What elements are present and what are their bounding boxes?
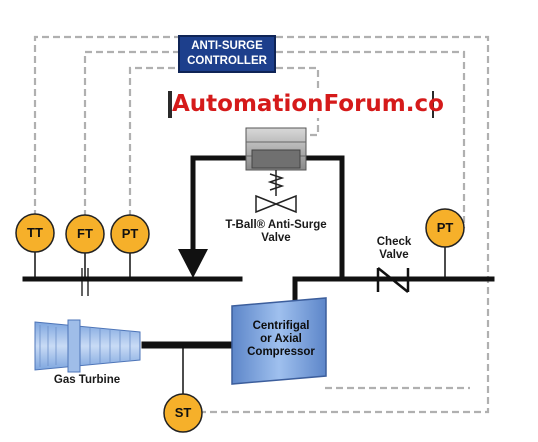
check-valve-label: Check Valve [370, 236, 418, 262]
anti-surge-controller: ANTI-SURGE CONTROLLER [178, 35, 276, 73]
valve-label-line1: T-Ball® Anti-Surge [225, 219, 327, 231]
check-valve-label-line1: Check [376, 236, 412, 248]
pt-outlet-bubble [425, 208, 465, 248]
st-bubble [163, 393, 203, 433]
ft-bubble [65, 214, 105, 254]
compressor-line3: Compressor [247, 346, 315, 358]
outlet-pipe [292, 276, 495, 311]
flow-arrow-icon [178, 249, 208, 278]
compressor-label: Centrifigal or Axial Compressor [236, 320, 326, 359]
valve-label: T-Ball® Anti-Surge Valve [214, 219, 338, 245]
gas-turbine-label: Gas Turbine [53, 374, 121, 386]
check-valve-icon [376, 267, 410, 293]
gas-turbine-icon [34, 319, 141, 373]
signal-line-pt-inlet [128, 66, 178, 228]
orifice-plate-icon [81, 268, 89, 296]
signal-line-ft [83, 50, 178, 228]
compressor-line2: or Axial [260, 333, 302, 345]
actuator-icon [245, 127, 307, 171]
signal-line-pt-outlet [276, 50, 466, 228]
ft-label: FT [77, 226, 93, 241]
compressor-body [231, 297, 327, 385]
controller-line1: ANTI-SURGE [191, 40, 263, 52]
instrument-bubbles [15, 208, 465, 433]
tt-bubble [15, 213, 55, 253]
pt-outlet-label: PT [436, 220, 454, 235]
watermark-banner: AutomationForum.co [172, 90, 444, 118]
st-label: ST [174, 405, 192, 420]
instrument-stems [34, 246, 446, 398]
valve-label-line2: Valve [261, 232, 291, 244]
pt-inlet-bubble [110, 214, 150, 254]
ball-valve-icon [255, 170, 297, 214]
check-valve-label-line2: Valve [379, 249, 409, 261]
controller-line2: CONTROLLER [187, 55, 267, 67]
pt-inlet-label: PT [121, 226, 139, 241]
signal-line-valve [276, 66, 320, 137]
tt-label: TT [27, 225, 43, 240]
signal-line-tt [33, 35, 178, 228]
compressor-line1: Centrifigal [252, 320, 310, 332]
